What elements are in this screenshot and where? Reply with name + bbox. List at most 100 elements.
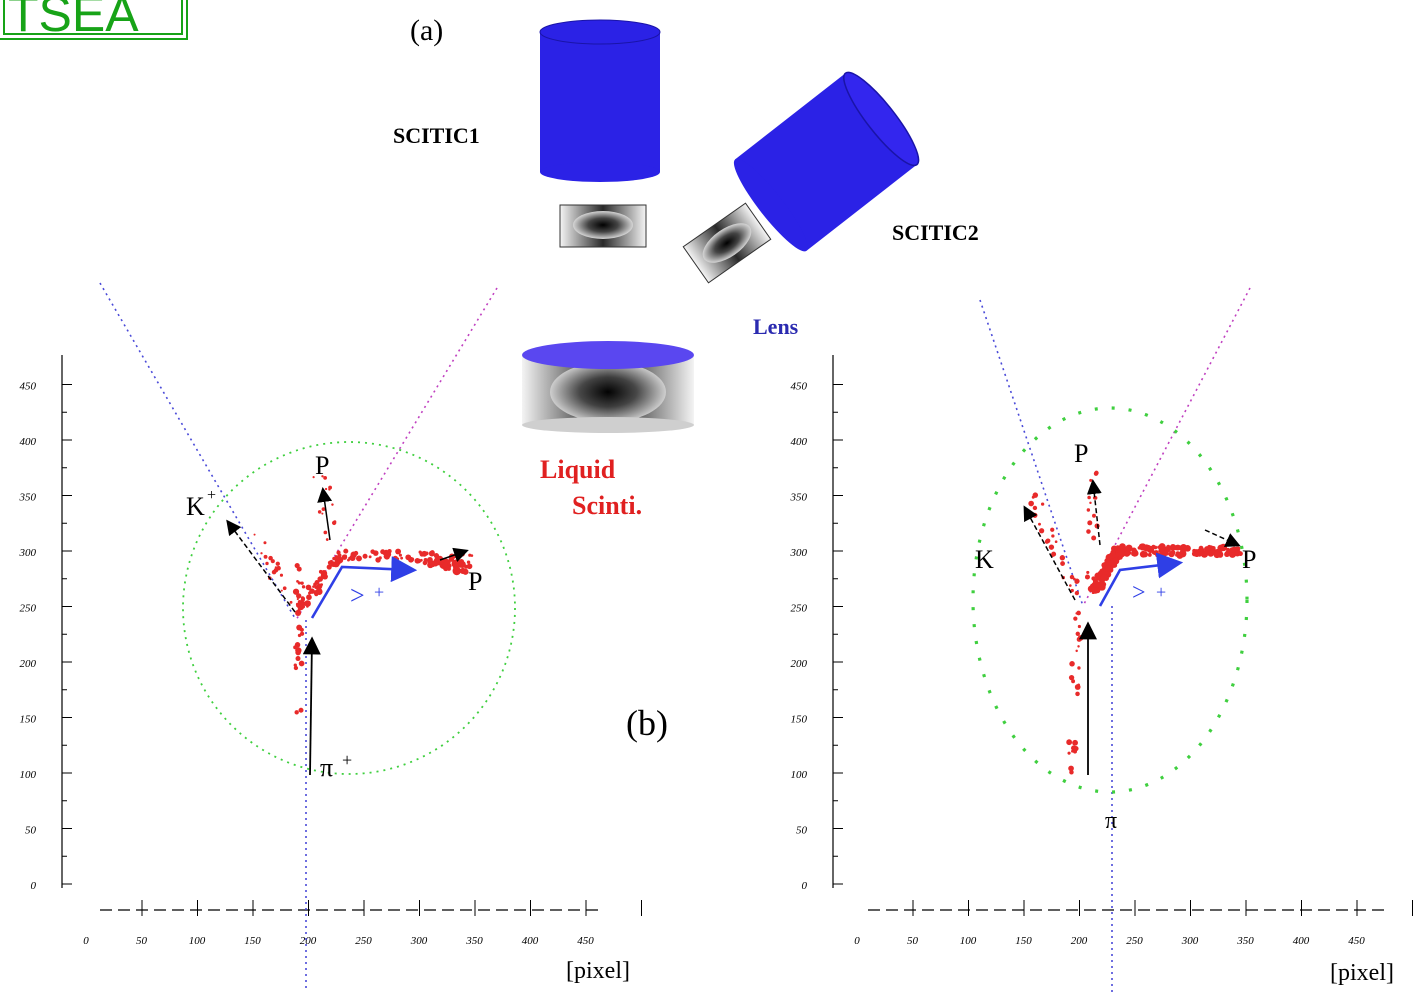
left-x-tick-label: 200 bbox=[300, 935, 317, 947]
left-hit bbox=[468, 553, 472, 557]
left-hit bbox=[414, 558, 421, 564]
right-hit bbox=[1217, 552, 1224, 558]
left-hit bbox=[265, 561, 269, 566]
right-hit bbox=[1054, 540, 1058, 544]
right-x-tick-label: 0 bbox=[854, 935, 860, 947]
left-hit bbox=[452, 566, 461, 576]
scitic2-cylinder bbox=[733, 71, 920, 252]
left-mu-track bbox=[310, 556, 418, 619]
right-y-tick-label: 300 bbox=[790, 547, 808, 559]
right-hit bbox=[1125, 544, 1133, 552]
right-hit bbox=[1170, 549, 1176, 556]
right-hit bbox=[1069, 574, 1075, 580]
right-hit bbox=[1075, 631, 1080, 636]
left-hit bbox=[304, 600, 311, 607]
right-y-tick-label: 250 bbox=[791, 603, 808, 615]
right-hit bbox=[1077, 683, 1081, 687]
right-kaon-track bbox=[1023, 505, 1076, 601]
left-hit bbox=[295, 656, 301, 662]
left-hit bbox=[296, 597, 299, 601]
left-y-tick-label: 100 bbox=[20, 769, 37, 781]
title-badge: TSEA bbox=[0, 0, 188, 40]
right-hit bbox=[1087, 495, 1091, 500]
right-hit bbox=[1074, 578, 1080, 584]
left-hit bbox=[466, 560, 471, 564]
left-hit bbox=[312, 585, 315, 588]
left-hit bbox=[270, 559, 275, 564]
left-hit bbox=[324, 487, 328, 491]
right-x-tick-label: 50 bbox=[907, 935, 919, 947]
right-hit bbox=[1059, 555, 1066, 561]
left-x-tick-label: 50 bbox=[136, 935, 148, 947]
left-hit bbox=[368, 555, 372, 559]
right-proton-up-label: P bbox=[1074, 439, 1088, 468]
left-x-tick-label: 250 bbox=[355, 935, 372, 947]
left-hit bbox=[314, 585, 318, 590]
right-hit bbox=[1076, 636, 1082, 642]
left-hit bbox=[400, 556, 404, 560]
left-hit bbox=[312, 476, 315, 479]
right-hit bbox=[1070, 588, 1074, 593]
right-hit bbox=[1069, 661, 1075, 667]
right-hit bbox=[1094, 572, 1102, 580]
right-hit bbox=[1066, 739, 1073, 746]
left-hit bbox=[331, 503, 334, 506]
left-hit bbox=[317, 510, 322, 514]
right-y-tick-label: 150 bbox=[791, 714, 808, 726]
right-hit bbox=[1074, 590, 1080, 596]
right-hit bbox=[1117, 549, 1125, 558]
left-hit bbox=[422, 560, 428, 566]
right-y-tick-label: 0 bbox=[802, 880, 808, 892]
left-hit bbox=[337, 553, 342, 558]
right-hit bbox=[1139, 543, 1147, 551]
left-hit bbox=[296, 579, 299, 583]
right-hit bbox=[1124, 551, 1131, 557]
left-y-tick-label: 350 bbox=[19, 492, 37, 504]
left-hit bbox=[331, 520, 337, 526]
right-mu-sup: + bbox=[1156, 582, 1166, 602]
right-pion-label: π bbox=[1105, 808, 1117, 834]
left-proton-up-label: P bbox=[315, 451, 329, 480]
right-hit bbox=[1077, 645, 1080, 648]
left-hit bbox=[458, 561, 466, 569]
right-hit bbox=[1038, 522, 1041, 526]
right-x-unit: [pixel] bbox=[1330, 960, 1394, 986]
left-hit bbox=[433, 556, 443, 566]
right-x-tick-label: 400 bbox=[1293, 935, 1310, 947]
right-hit bbox=[1075, 649, 1078, 653]
right-hit bbox=[1069, 770, 1074, 775]
left-hit bbox=[295, 647, 302, 654]
left-hit bbox=[341, 554, 348, 560]
left-hit bbox=[313, 582, 317, 587]
right-hit bbox=[1032, 505, 1038, 511]
right-cherenkov-ring bbox=[971, 406, 1249, 794]
right-y-tick-label: 350 bbox=[790, 492, 808, 504]
left-kaon-track bbox=[226, 519, 296, 613]
right-hit bbox=[1072, 739, 1078, 746]
right-hit bbox=[1173, 545, 1179, 551]
left-hit bbox=[321, 512, 324, 515]
left-hit bbox=[294, 710, 299, 715]
left-hit bbox=[398, 553, 402, 557]
left-hit bbox=[470, 554, 474, 557]
left-cherenkov-ring bbox=[182, 441, 516, 775]
left-y-tick-label: 300 bbox=[19, 547, 37, 559]
right-x-tick-label: 250 bbox=[1126, 935, 1143, 947]
right-hit bbox=[1077, 624, 1081, 629]
right-proton-up-track bbox=[1086, 479, 1102, 546]
left-hit bbox=[343, 548, 349, 554]
liquid-label-2: Scinti. bbox=[572, 491, 642, 520]
left-hit bbox=[297, 608, 301, 612]
right-hit-cluster bbox=[1028, 470, 1243, 775]
right-hit bbox=[1193, 551, 1200, 558]
left-hit bbox=[263, 554, 268, 559]
right-mu-label: > bbox=[1132, 580, 1146, 606]
left-mu-sup: + bbox=[374, 582, 384, 602]
left-y-tick-label: 50 bbox=[25, 825, 37, 837]
right-hit bbox=[1184, 545, 1191, 552]
left-hit bbox=[321, 475, 324, 478]
left-hit bbox=[378, 556, 382, 560]
left-x-tick-label: 300 bbox=[410, 935, 428, 947]
